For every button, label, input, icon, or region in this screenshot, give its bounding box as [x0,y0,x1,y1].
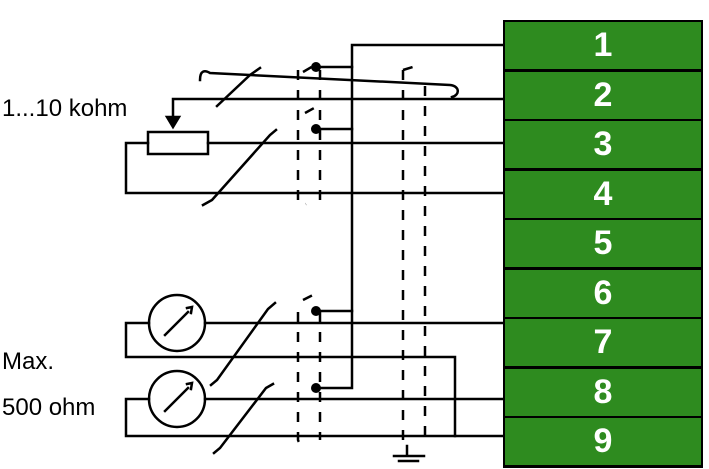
sheath-slash-4 [212,382,275,455]
shield-drain-wire [314,43,505,390]
cable-brace [198,70,459,99]
meter-1-needle-tip [185,305,194,315]
junction-dot-4 [311,383,321,393]
shield-outline-a-left [296,70,307,206]
terminal-3: 3 [505,121,701,168]
terminal-4: 4 [505,171,701,218]
sheath-slash-3 [209,301,277,387]
potentiometer-range-label: 1...10 kohm [2,95,128,122]
pot-wiper-arrow [164,115,182,130]
junction-dot-1 [311,62,321,72]
terminal-9: 9 [505,418,701,465]
sheath-slash-2 [201,128,278,207]
meter-2-needle-tip [185,381,194,391]
terminal-2: 2 [505,72,701,119]
junction-dot-3 [311,306,321,316]
max-resistance-label-line1: Max. [2,348,55,375]
shield-twist-4 [402,64,417,72]
pot-return-wire [124,141,505,195]
meter-1-needle [163,310,190,337]
terminal-6: 6 [505,270,701,317]
pot-wiper-wire [171,97,505,123]
junction-dot-2 [311,124,321,134]
shield-twist-3 [302,292,316,302]
shield-outline-b-left [296,312,307,446]
terminal-1: 1 [505,22,701,69]
sheath-slash-1 [215,66,262,108]
terminal-8: 8 [505,369,701,416]
potentiometer-resistor [146,130,210,156]
meter-2-return-wire [124,397,457,438]
terminal-7: 7 [505,319,701,366]
terminal-5: 5 [505,220,701,267]
shield-twist-2 [304,105,317,115]
shield-twist-1 [302,63,316,74]
meter-2-needle [163,386,190,413]
max-resistance-label-line2: 500 ohm [2,394,96,421]
meter-1-return-wire [124,321,505,438]
